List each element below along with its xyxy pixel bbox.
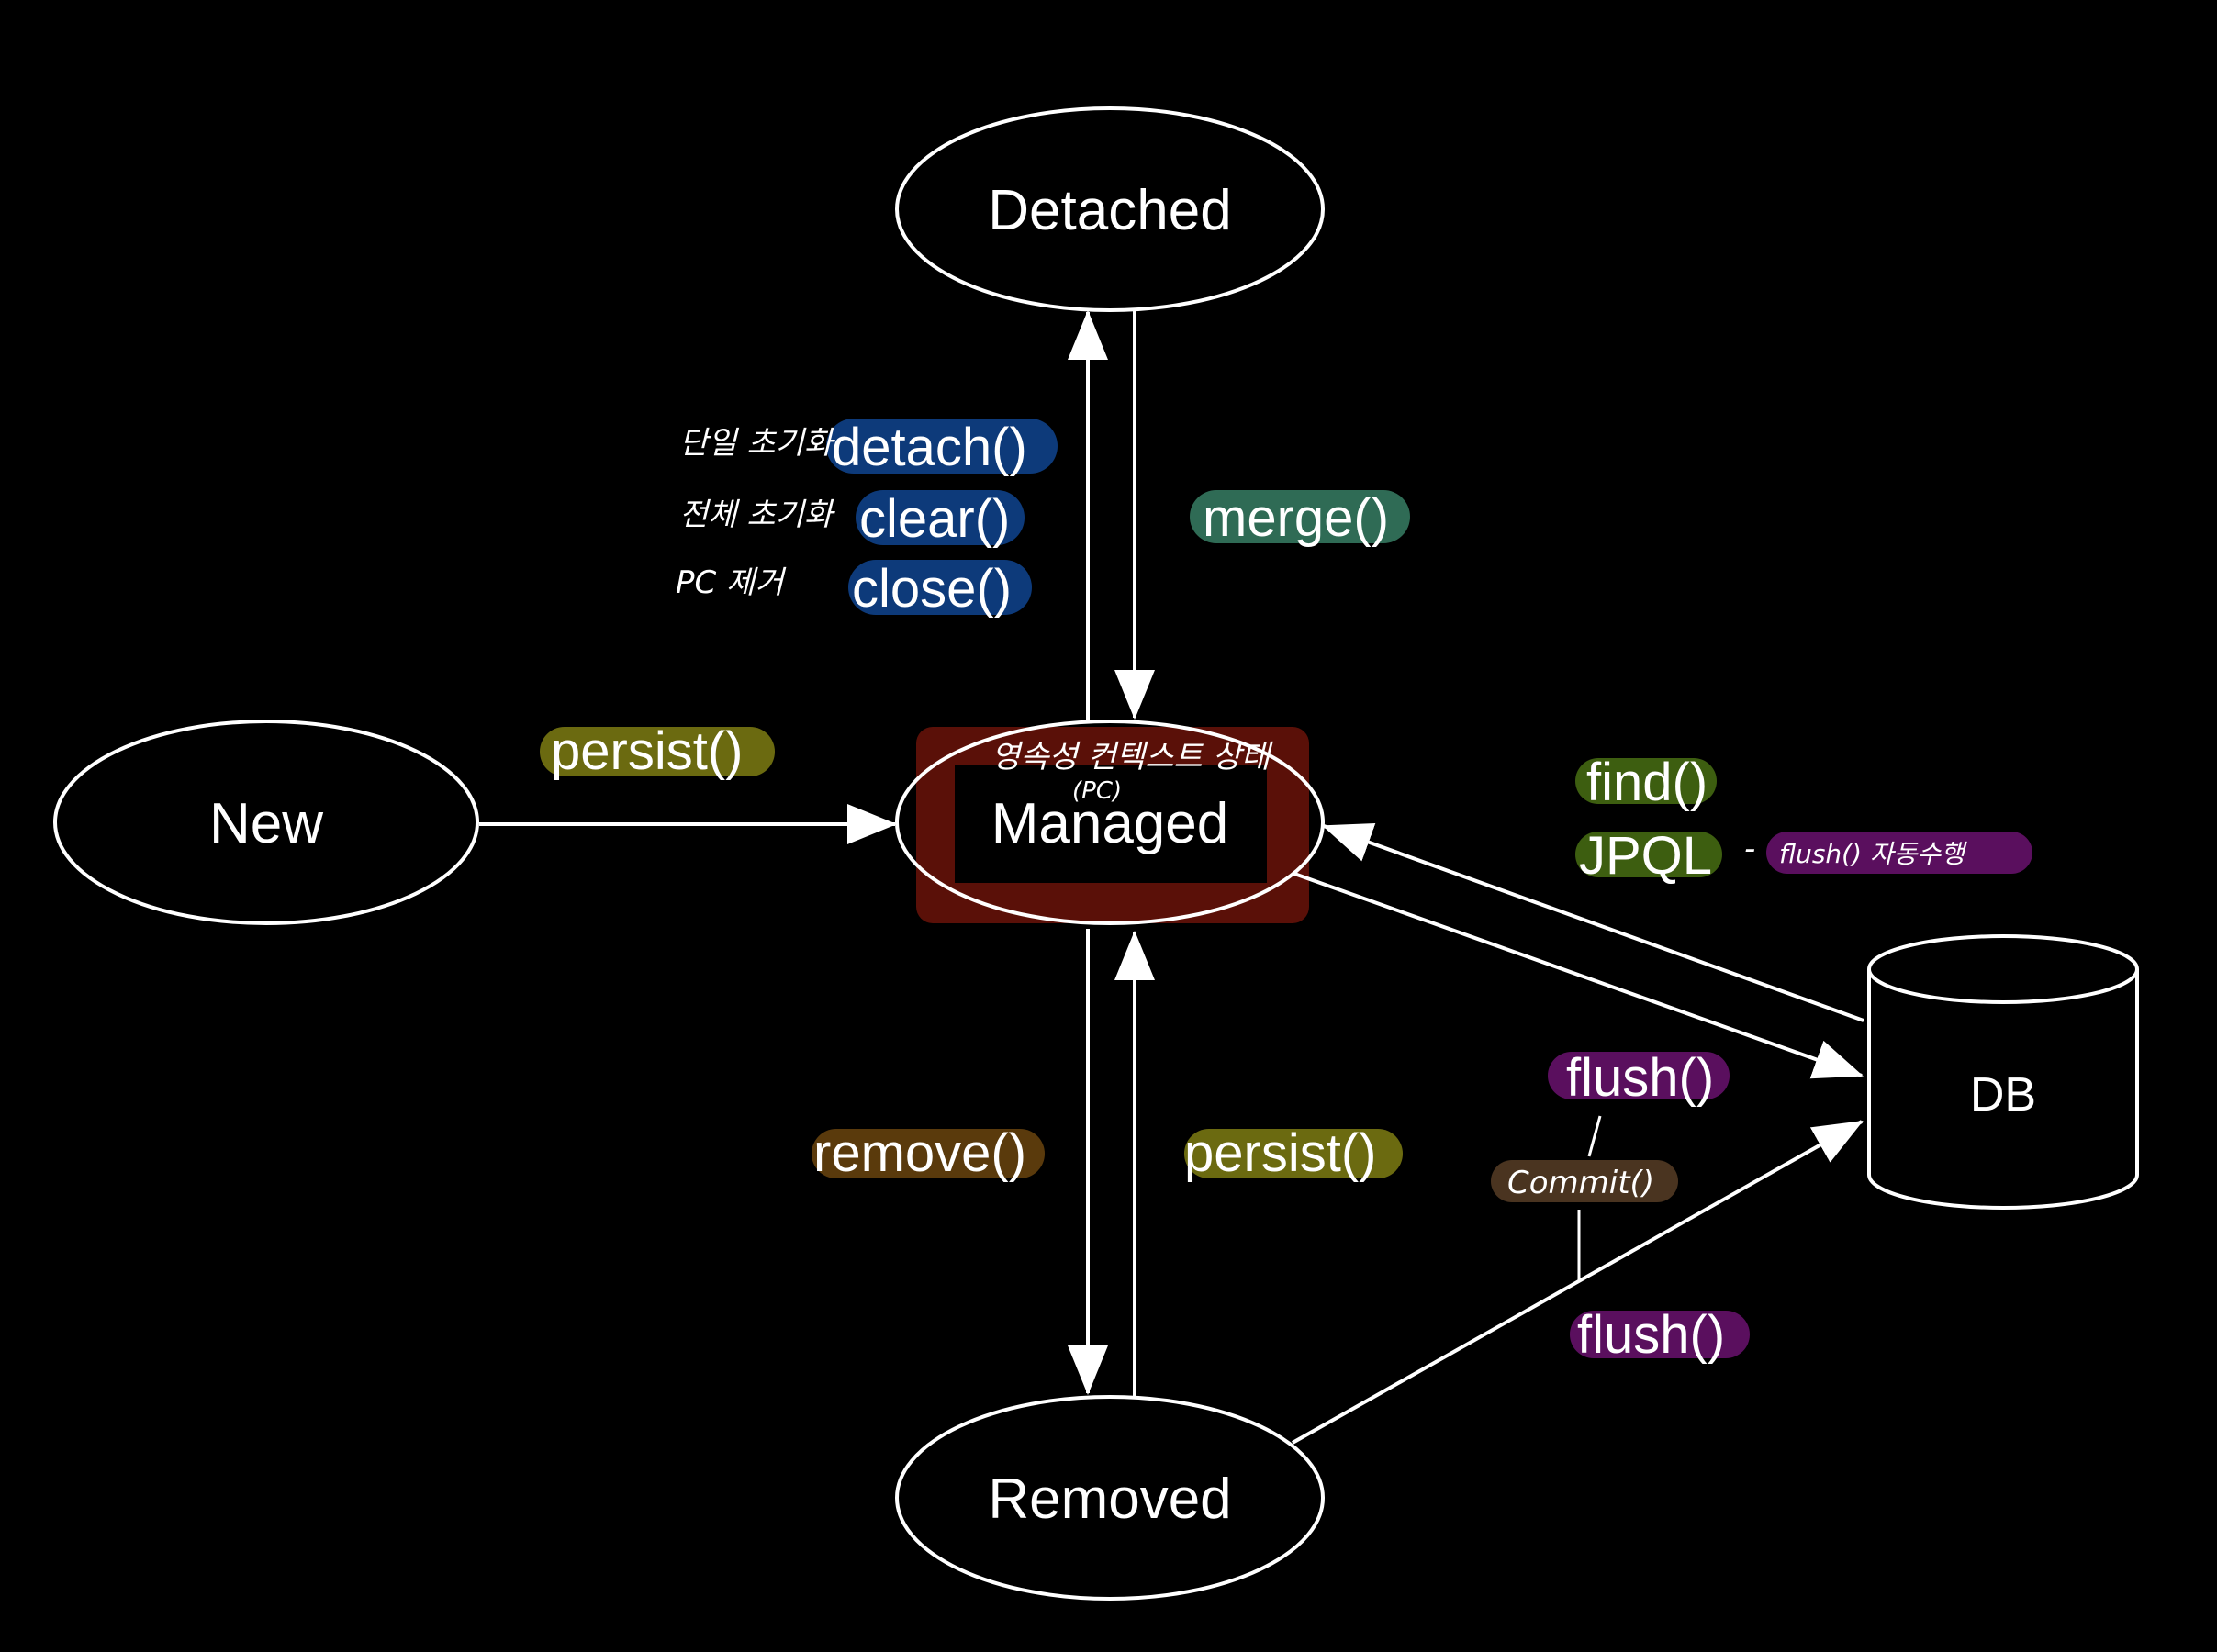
find-highlight [1575,758,1717,804]
clear-label: clear() [859,489,1010,549]
state-managed-label: Managed [991,792,1229,855]
jpql-highlight [1575,832,1722,877]
find-label: find() [1586,753,1708,812]
jpql-flush-highlight [1766,832,2032,874]
pc-note: (PC) [1072,777,1122,805]
persist-removed-label: persist() [1184,1123,1376,1183]
close-highlight [848,560,1032,615]
state-detached [895,106,1325,312]
detach-note: 단일 초기화 [679,425,835,462]
clear-highlight [856,490,1025,545]
detach-label: detach() [832,418,1027,477]
close-label: close() [852,559,1012,619]
flush-top-label: flush() [1566,1048,1714,1108]
merge-highlight [1190,490,1410,543]
edge-db-to-managed [1322,822,1864,1022]
edge-removed-to-db [1292,1120,1864,1445]
flush-bottom-label: flush() [1577,1305,1725,1365]
state-detached-label: Detached [988,179,1231,242]
jpql-flush-note: flush() 자동수행 [1779,839,1967,869]
state-new [53,720,479,925]
merge-label: merge() [1203,488,1389,548]
flush-top-highlight [1548,1052,1730,1099]
remove-highlight [812,1129,1045,1178]
persistence-context-note: 영속성 컨텍스트 상태 [991,739,1273,776]
state-db: DB [1867,934,2139,1210]
state-removed [895,1395,1325,1601]
persist-removed-highlight [1184,1129,1403,1178]
state-managed [895,720,1325,925]
state-new-label: New [209,792,323,855]
commit-tick-top [1587,1115,1602,1157]
remove-label: remove() [813,1123,1026,1183]
state-removed-label: Removed [988,1468,1231,1531]
detach-highlight [826,419,1058,474]
jpql-note-dash: - [1744,831,1755,867]
managed-inner-box [955,765,1267,883]
state-db-label: DB [1970,1068,2036,1122]
jpql-label: JPQL [1579,826,1712,886]
persist-new-highlight [540,727,775,776]
flush-bottom-highlight [1570,1311,1750,1358]
clear-note: 전체 초기화 [679,497,835,533]
commit-highlight [1491,1160,1678,1202]
edge-managed-to-db [1293,872,1864,1079]
close-note: PC 제거 [676,564,786,601]
commit-label: Commit() [1507,1165,1654,1201]
persist-new-label: persist() [551,721,743,781]
